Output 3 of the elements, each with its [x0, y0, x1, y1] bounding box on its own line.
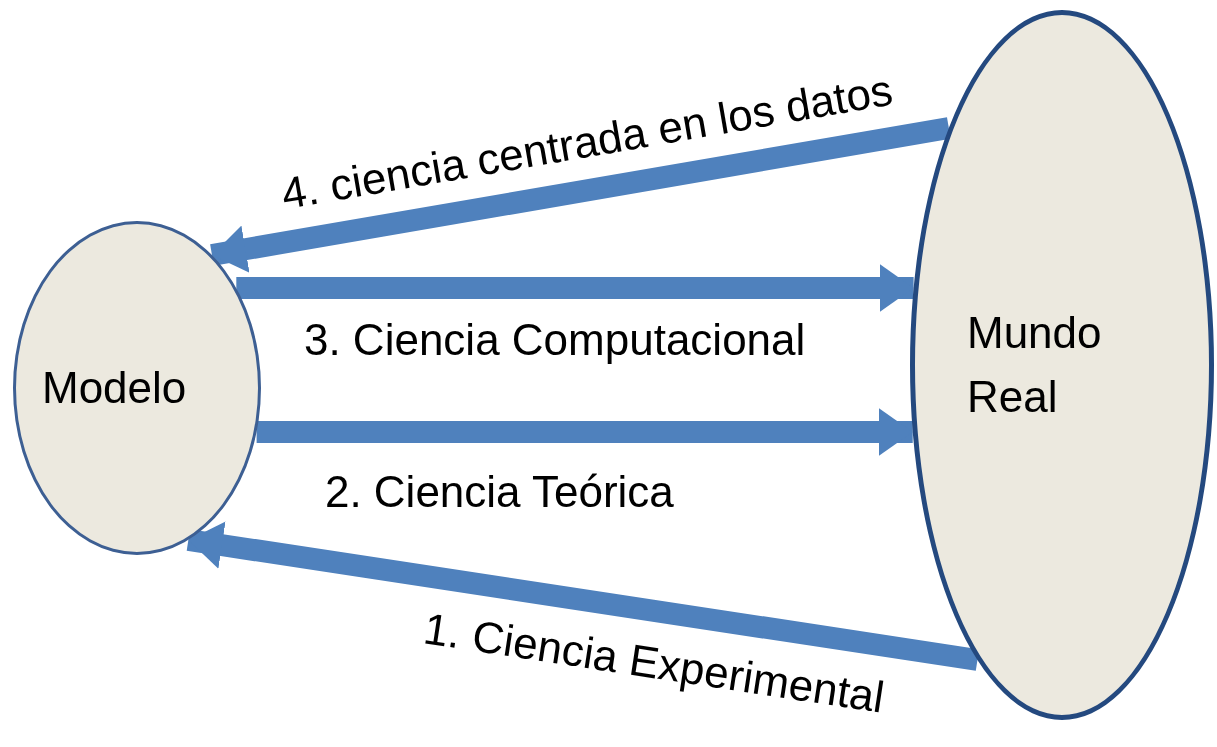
arrow — [210, 117, 951, 273]
node-label: Mundo Real — [967, 307, 1103, 423]
node-label: Modelo — [42, 362, 188, 414]
